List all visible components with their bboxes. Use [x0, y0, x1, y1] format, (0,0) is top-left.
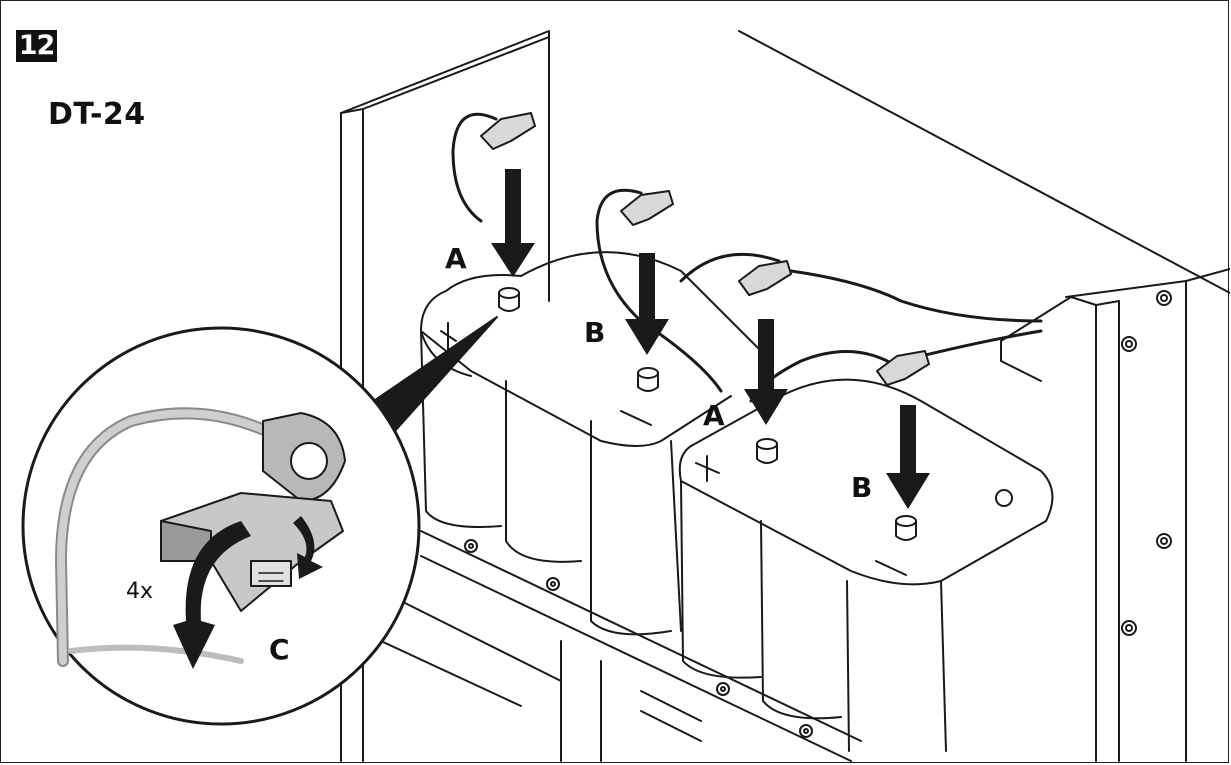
battery-cables: [451, 112, 1043, 403]
rotation-arrow: [173, 516, 323, 669]
terminal-detail-magnifier: [21, 326, 421, 726]
model-label: DT-24: [48, 97, 146, 132]
callout-a-battery-2: A: [703, 399, 725, 432]
callout-b-battery-1: B: [584, 316, 606, 349]
battery-shelf-rails: [380, 530, 862, 762]
callout-c-tighten: C: [269, 633, 290, 666]
callout-a-battery-1: A: [445, 242, 467, 275]
battery-1: [420, 251, 762, 636]
cabinet-side-wall: [738, 30, 1230, 762]
callout-b-battery-2: B: [851, 471, 873, 504]
repeat-count-label: 4x: [126, 579, 154, 604]
battery-2: [678, 378, 1054, 752]
step-number-badge: 12: [16, 30, 57, 62]
terminal-lugs: [480, 112, 930, 386]
installation-arrows: [491, 169, 930, 509]
